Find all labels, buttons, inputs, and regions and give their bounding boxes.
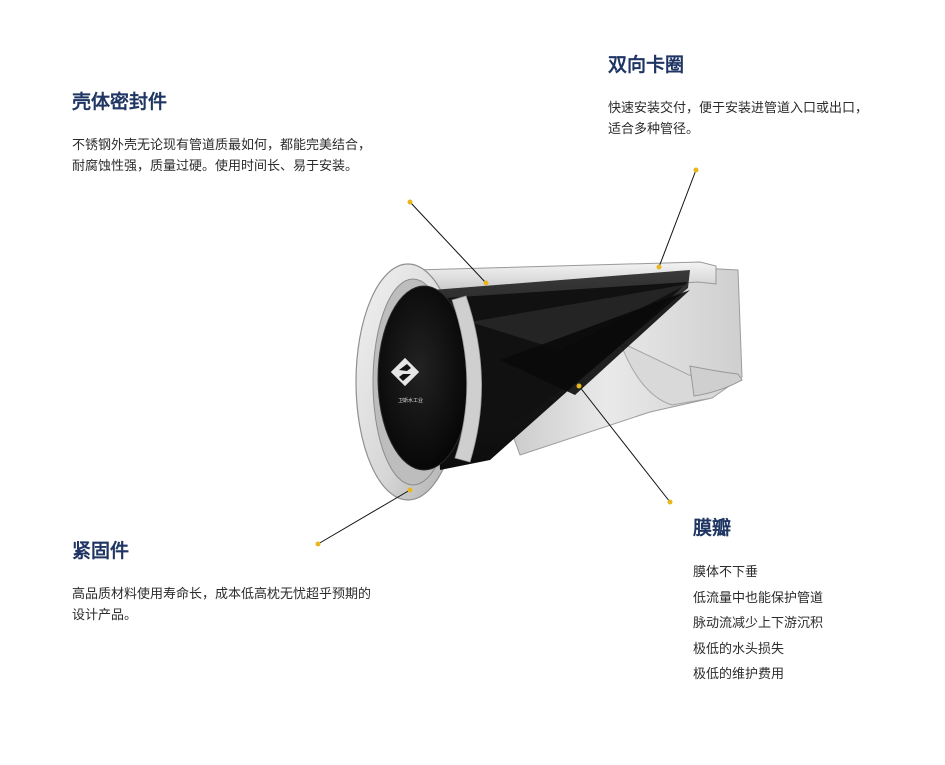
fastener-description: 高品质材料使用寿命长，成本低高枕无忧超乎预期的 设计产品。 xyxy=(72,584,371,626)
leader-lines xyxy=(317,169,697,545)
membrane-feature-item: 低流量中也能保护管道 xyxy=(693,590,824,606)
valve-face xyxy=(377,285,482,471)
fastener-line-2: 设计产品。 xyxy=(72,608,138,623)
leader-dot-clamp-ring-inner xyxy=(656,264,662,270)
leader-dot-fastener-inner xyxy=(407,487,413,493)
clamp-ring-line-2: 适合多种管径。 xyxy=(608,122,700,137)
leader-dot-clamp-ring-outer xyxy=(693,167,699,173)
leader-dots xyxy=(315,167,699,547)
brand-logo-text: 卫斯水工业 xyxy=(398,397,423,404)
fastener-line-1: 高品质材料使用寿命长，成本低高枕无忧超乎预期的 xyxy=(72,587,372,602)
rubber-membrane xyxy=(432,270,690,470)
membrane-title: 膜瓣 xyxy=(693,517,732,539)
membrane-feature-item: 极低的维护费用 xyxy=(693,667,785,682)
leader-dot-housing-seal-inner xyxy=(483,280,489,286)
housing-seal-title: 壳体密封件 xyxy=(72,91,168,113)
membrane-feature-list: 膜体不下垂 低流量中也能保护管道 脉动流减少上下游沉积 极低的水头损失 极低的维… xyxy=(693,560,823,688)
leader-line-clamp-ring xyxy=(658,169,697,268)
leader-line-housing-seal xyxy=(409,201,487,284)
clamp-ring-title: 双向卡圈 xyxy=(608,54,685,76)
housing-seal-line-1: 不锈钢外壳无论现有管道质最如何，都能完美结合， xyxy=(72,138,372,153)
fastener-title: 紧固件 xyxy=(72,540,130,562)
leader-line-fastener xyxy=(317,489,411,545)
membrane-feature-item: 脉动流减少上下游沉积 xyxy=(693,616,824,631)
membrane-feature-item: 极低的水头损失 xyxy=(693,641,785,657)
membrane-feature-item: 膜体不下垂 xyxy=(693,565,759,580)
housing-seal-line-2: 耐腐蚀性强，质量过硬。使用时间长、易于安装。 xyxy=(72,159,359,174)
clamp-ring-line-1: 快速安装交付，便于安装进管道入口或出口， xyxy=(608,101,869,116)
leader-dot-membrane-inner xyxy=(576,383,582,389)
leader-dot-fastener-outer xyxy=(315,541,321,547)
leader-dot-housing-seal-outer xyxy=(407,199,413,205)
housing-seal-description: 不锈钢外壳无论现有管道质最如何，都能完美结合， 耐腐蚀性强，质量过硬。使用时间长… xyxy=(72,135,371,177)
leader-dot-membrane-outer xyxy=(667,499,673,505)
clamp-ring-description: 快速安装交付，便于安装进管道入口或出口， 适合多种管径。 xyxy=(608,98,868,140)
leader-line-membrane xyxy=(578,385,671,503)
